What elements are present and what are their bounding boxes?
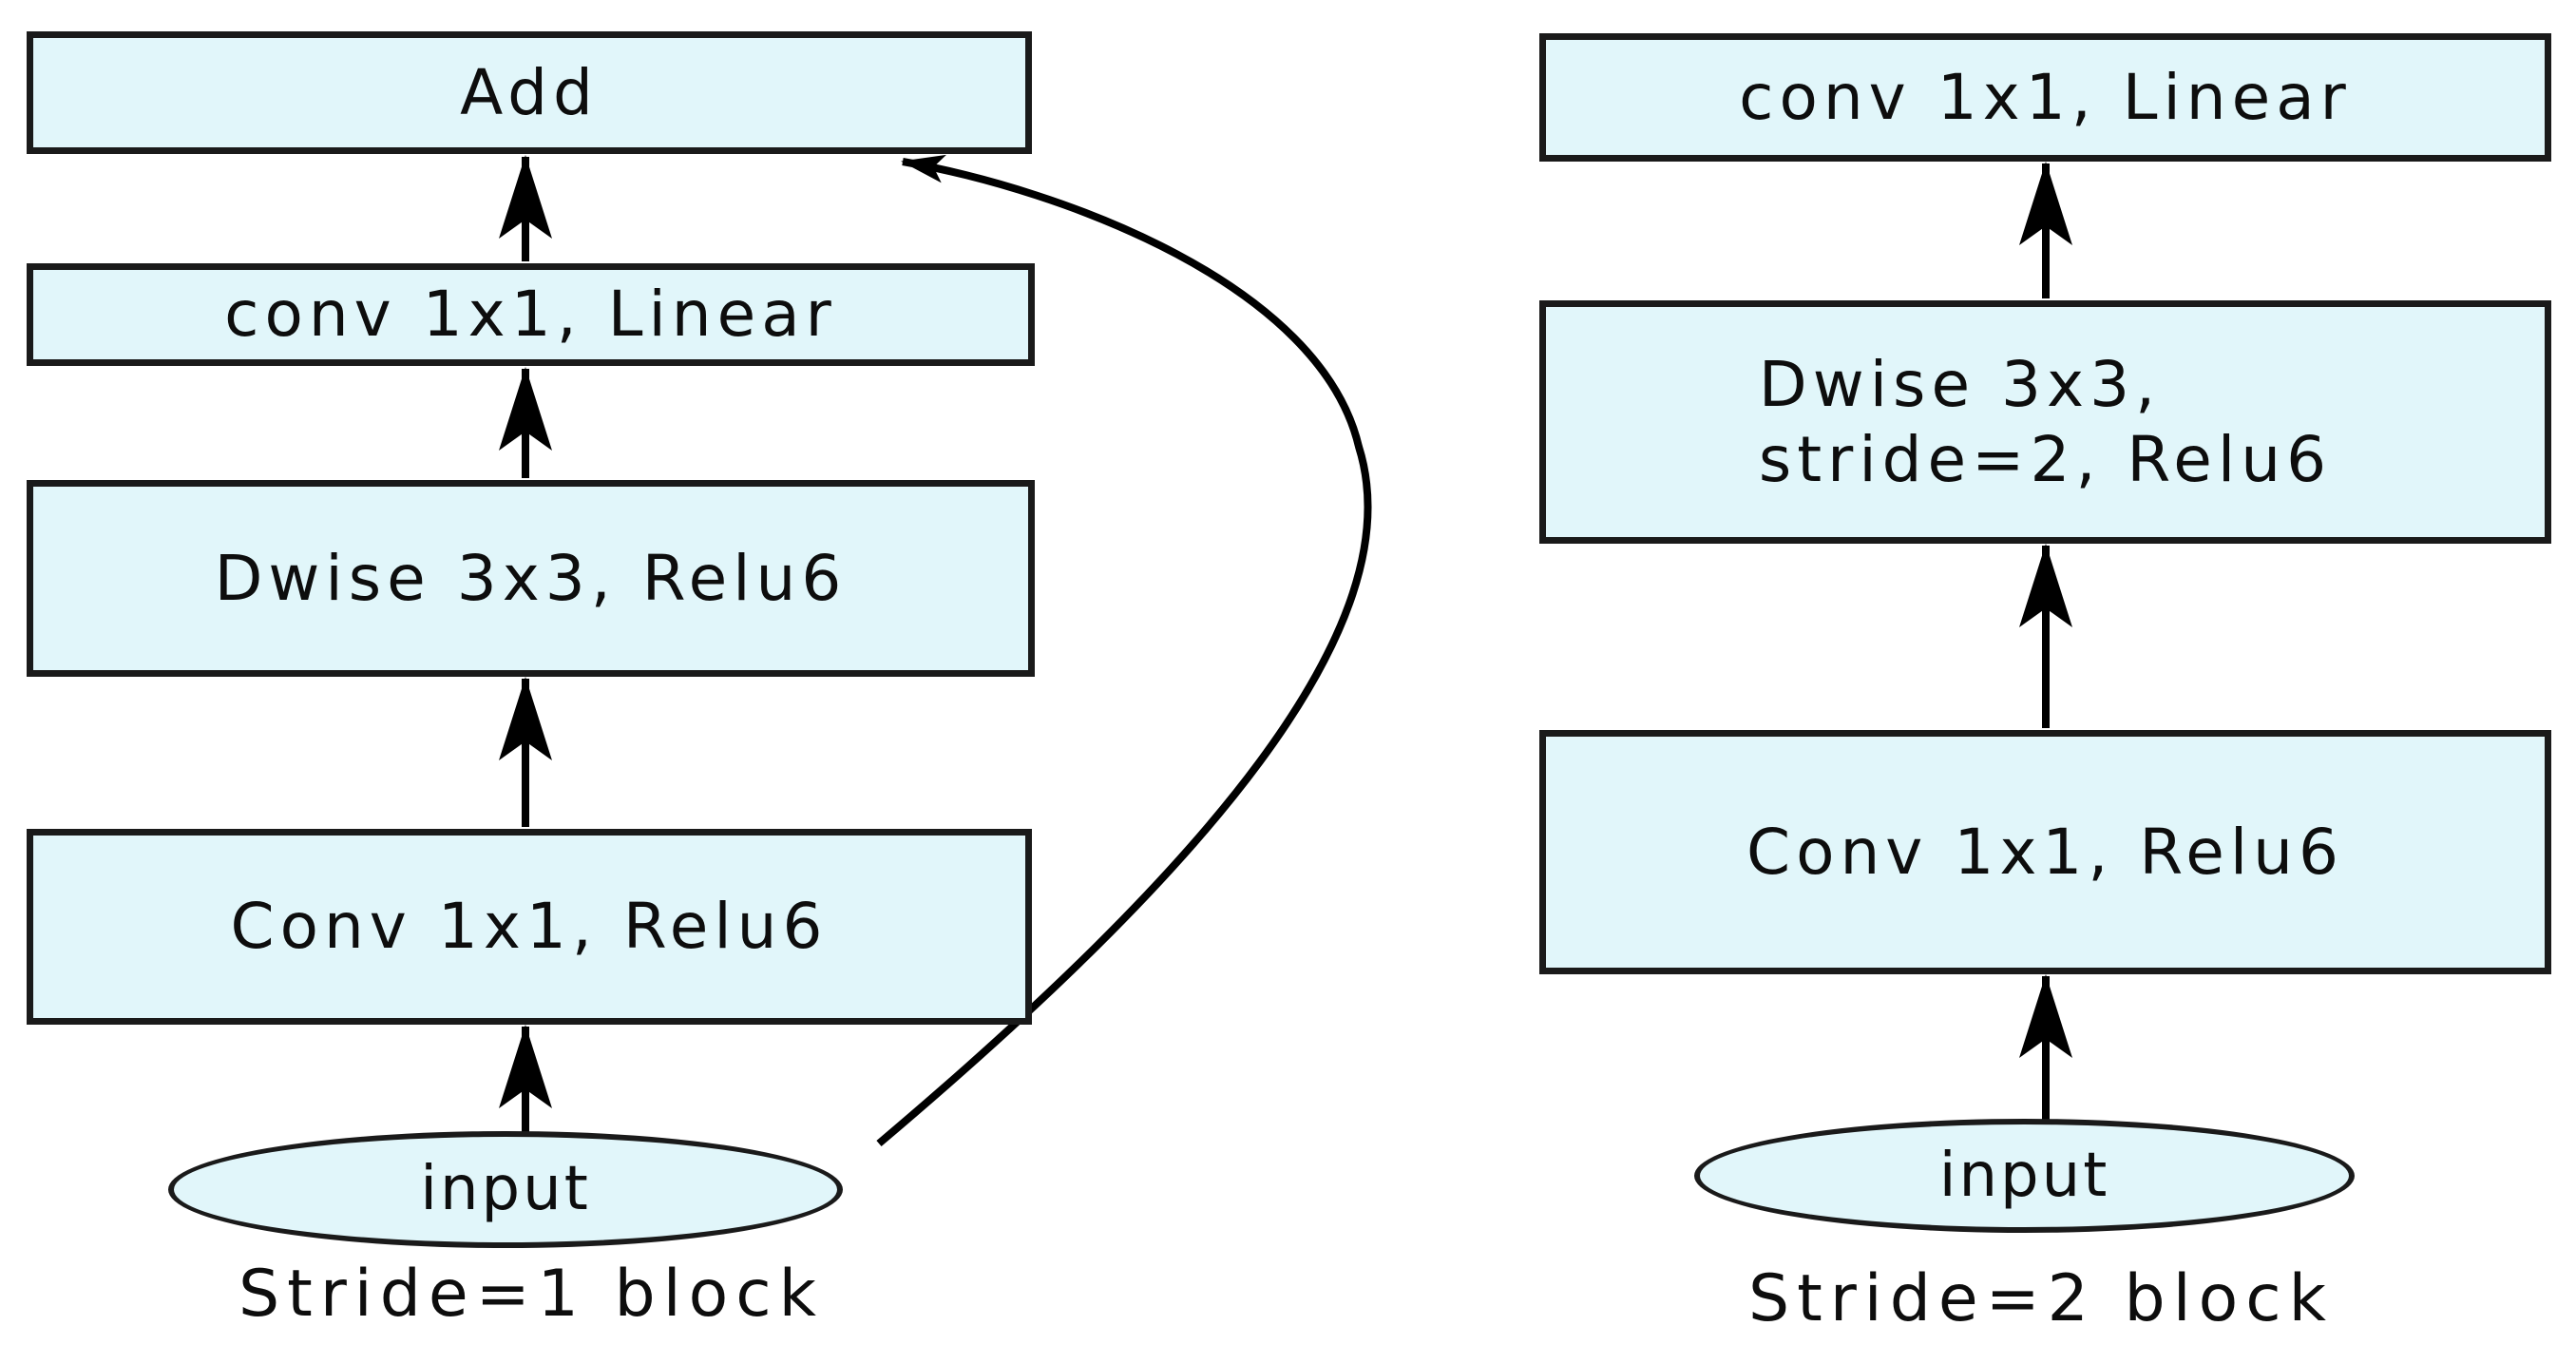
node-input-s2: input: [1694, 1119, 2355, 1233]
node-input-label-s2: input: [1938, 1140, 2110, 1211]
node-dwise-s2: Dwise 3x3, stride=2, Relu6: [1539, 300, 2551, 544]
node-conv-relu-s1: Conv 1x1, Relu6: [27, 829, 1032, 1025]
node-conv-linear-s2: conv 1x1, Linear: [1539, 33, 2551, 162]
caption-stride2-block: Stride=2 block: [1748, 1261, 2334, 1336]
node-dwise-s1: Dwise 3x3, Relu6: [27, 480, 1035, 677]
node-input-s1: input: [168, 1131, 843, 1248]
node-conv-linear-s1: conv 1x1, Linear: [27, 263, 1035, 366]
node-input-label-s1: input: [420, 1154, 591, 1225]
node-conv-linear-label-s2: conv 1x1, Linear: [1739, 60, 2352, 134]
node-add-s1: Add: [27, 31, 1032, 154]
node-conv-relu-s2: Conv 1x1, Relu6: [1539, 730, 2551, 974]
node-conv-linear-label-s1: conv 1x1, Linear: [224, 278, 837, 352]
node-conv-relu-label-s1: Conv 1x1, Relu6: [230, 890, 829, 964]
node-dwise-label-s1: Dwise 3x3, Relu6: [214, 541, 848, 615]
caption-stride1-block: Stride=1 block: [239, 1257, 824, 1332]
node-add-label-s1: Add: [460, 55, 599, 129]
node-dwise-label-s2: Dwise 3x3, stride=2, Relu6: [1758, 347, 2333, 496]
node-conv-relu-label-s2: Conv 1x1, Relu6: [1746, 815, 2344, 889]
